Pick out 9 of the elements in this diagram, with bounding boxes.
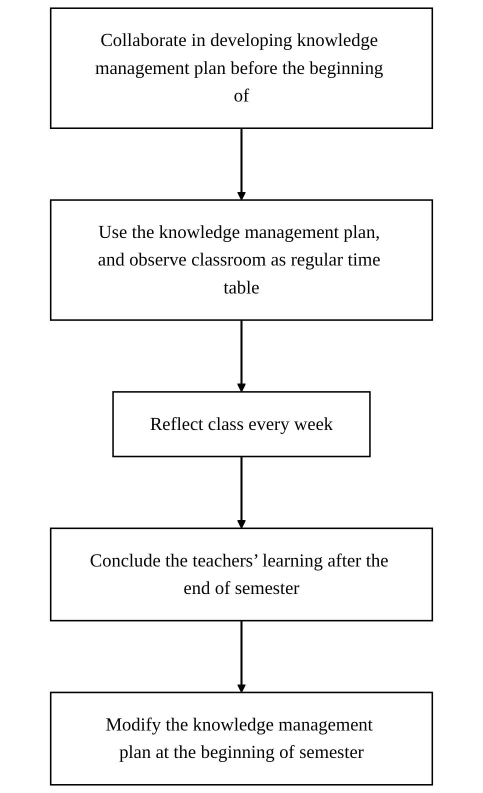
node-box: Conclude the teachers’ learning after the end of semester	[50, 528, 434, 622]
arrow	[236, 128, 246, 200]
node-box: Use the knowledge management plan, and observe classroom as regular time table	[50, 199, 434, 321]
arrow	[236, 620, 246, 693]
node-box: Collaborate in developing knowledge management plan before the beginning of	[50, 7, 434, 129]
arrow	[236, 320, 246, 392]
node-box: Reflect class every week	[112, 391, 371, 458]
node-box: Modify the knowledge management plan at the beginning of semester	[50, 692, 434, 786]
arrow	[236, 456, 246, 529]
